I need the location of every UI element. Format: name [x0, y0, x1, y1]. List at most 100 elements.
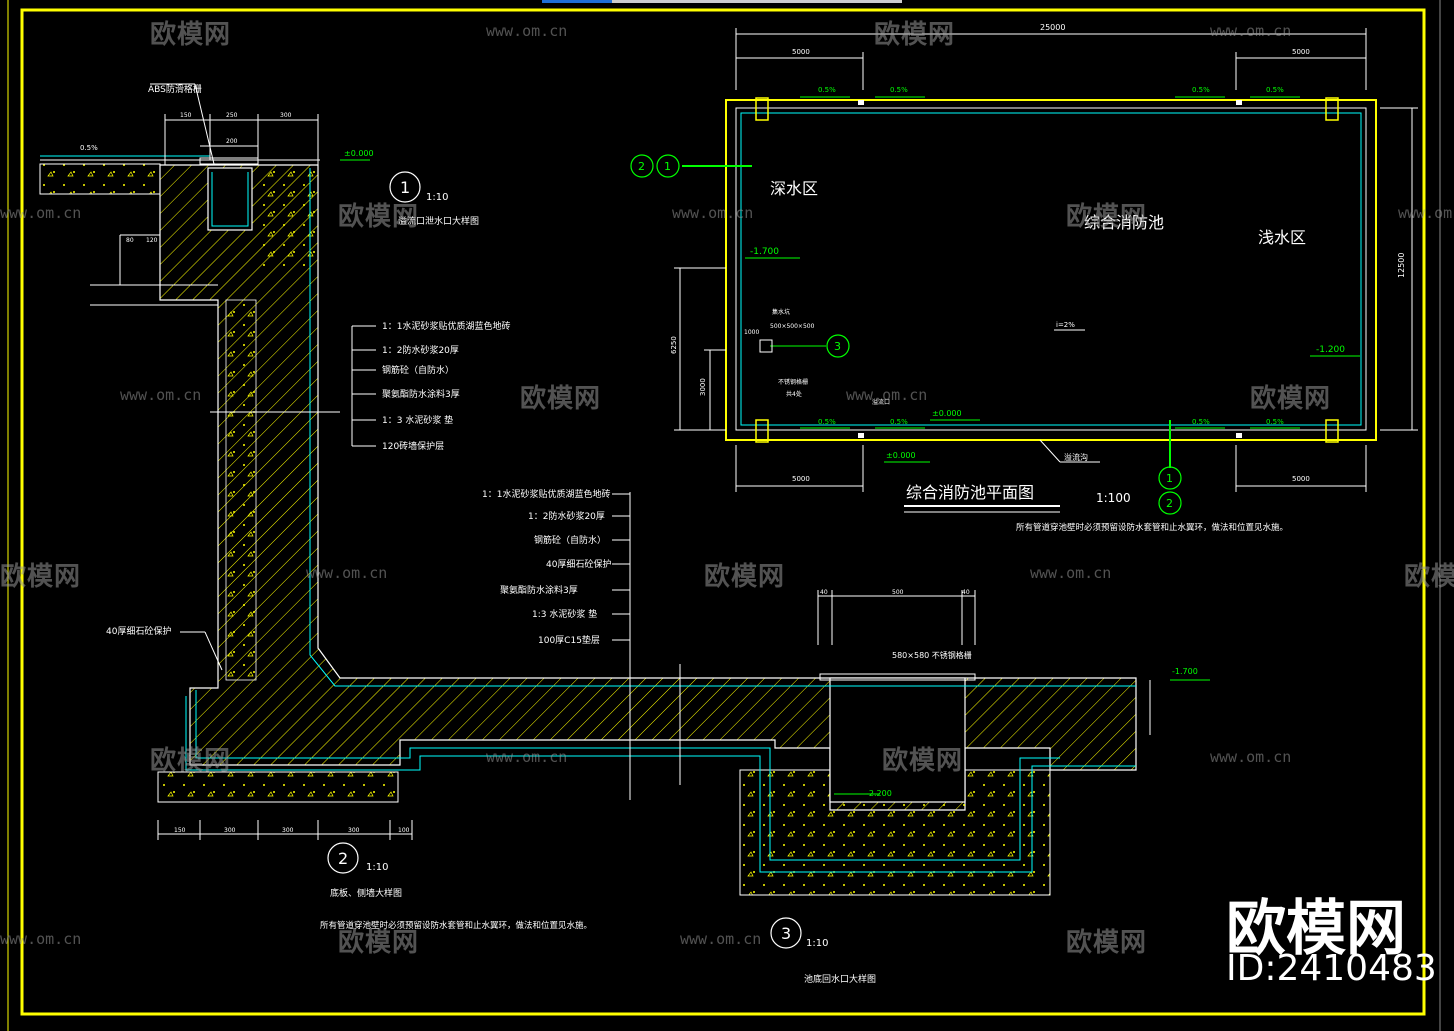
shallow-zone-label: 浅水区 — [1258, 228, 1306, 247]
detail3-dim-40b: 40 — [962, 589, 970, 596]
detail3-dim-40a: 40 — [820, 589, 828, 596]
detail2-note: 所有管道穿池壁时必须预留设防水套管和止水翼环，做法和位置见水施。 — [320, 920, 592, 931]
detail3-level-top: -1.700 — [1172, 667, 1198, 676]
slope-tl-2: 0.5% — [890, 86, 908, 94]
detail3-number: 3 — [781, 924, 791, 943]
watermark-brand-10: 欧模网 — [150, 746, 232, 776]
detail1-dim-80: 80 — [126, 237, 134, 244]
plan-scale: 1:100 — [1096, 491, 1131, 505]
watermark-brand-9: 欧模网 — [1404, 562, 1454, 592]
grate-marker-tl — [755, 97, 769, 121]
overflow-channel — [207, 167, 253, 231]
marker-3-plan-label: 3 — [834, 340, 841, 353]
grate-note: 共4处 — [786, 390, 802, 398]
sump-pit — [759, 339, 773, 353]
detail3-dim-500: 500 — [892, 589, 904, 596]
detail1-layer-1: 1：1水泥砂浆贴优质湖蓝色地砖 — [382, 320, 510, 332]
base-line-2 — [185, 696, 1136, 873]
detail1-dim-200: 200 — [226, 138, 238, 145]
marker-1-plan-label: 1 — [664, 160, 671, 173]
bottom-slab-base — [157, 771, 399, 803]
watermark-brand-12: 欧模网 — [338, 928, 420, 958]
detail1-slope: 0.5% — [80, 144, 98, 152]
sump-pit-section — [829, 677, 966, 803]
sump-label: 集水坑 — [772, 308, 790, 316]
detail2-layer-3: 钢筋砼（自防水） — [534, 534, 606, 546]
watermark-url-3: www.om.cn — [0, 204, 82, 222]
pool-inner-wall — [735, 107, 1367, 431]
plan-dim-1000: 1000 — [744, 329, 759, 336]
detail2-layer-4: 40厚细石砼保护 — [546, 558, 611, 570]
drawing-frame — [20, 8, 1426, 1016]
pool-plan: 25000 5000 5000 5000 5000 12500 6250 300… — [630, 23, 1418, 533]
watermark-url-11: www.om.cn — [1210, 748, 1292, 766]
overflow-label: 溢流沟 — [1064, 452, 1088, 462]
backfill — [258, 168, 316, 268]
level-deep: -1.700 — [750, 247, 779, 257]
grate-marker-tr — [1325, 97, 1339, 121]
section-marker-2-bottom — [1158, 491, 1182, 515]
detail1-dim-250: 250 — [226, 112, 238, 119]
watermark-url-6: www.om.cn — [120, 386, 202, 404]
watermark-brand-2: 欧模网 — [874, 20, 956, 50]
detail2-layer-6: 1:3 水泥砂浆 垫 — [532, 608, 597, 620]
sump-grate — [819, 673, 976, 681]
plan-dim-total: 25000 — [1040, 23, 1065, 32]
watermark-brand-13: 欧模网 — [1066, 928, 1148, 958]
plan-dim-3000: 3000 — [699, 378, 707, 396]
detail1-layer-5: 1：3 水泥砂浆 垫 — [382, 414, 453, 426]
detail1-number: 1 — [400, 178, 410, 197]
pool-outer-wall — [725, 99, 1377, 441]
watermark-id: ID:2410483 — [1226, 948, 1437, 989]
detail2-title: 底板、侧墙大样图 — [330, 887, 402, 899]
detail2-scale: 1:10 — [366, 862, 388, 873]
tile-line-channel — [211, 172, 249, 227]
marker-2-plan-label: 2 — [638, 160, 645, 173]
watermark-url-10: www.om.cn — [486, 748, 568, 766]
detail3-title: 池底回水口大样图 — [804, 973, 876, 985]
wall-section-detail: ABS防滑格栅 0.5% ±0.000 150 250 300 200 120 … — [39, 83, 1210, 985]
watermark-brand-7: 欧模网 — [0, 562, 82, 592]
slope-br-1: 0.5% — [1192, 418, 1210, 426]
plan-dim-left-bottom: 5000 — [792, 475, 810, 483]
deep-zone-label: 深水区 — [770, 179, 818, 198]
plan-dim-height: 12500 — [1397, 253, 1406, 278]
plan-note: 所有管道穿池壁时必须预留设防水套管和止水翼环，做法和位置见水施。 — [1016, 522, 1288, 533]
coping — [39, 163, 161, 195]
detail2-dim-300b: 300 — [282, 827, 294, 834]
slope-bl-1: 0.5% — [818, 418, 836, 426]
detail-3-circle — [770, 917, 802, 949]
pool-water-line — [740, 112, 1362, 426]
watermark-logo: 欧模网 — [1226, 894, 1406, 964]
detail2-layer-7: 100厚C15垫层 — [538, 634, 600, 646]
top-tab-active[interactable] — [542, 0, 612, 3]
slope-tl-1: 0.5% — [818, 86, 836, 94]
detail3-level-bottom: -2.200 — [866, 789, 892, 798]
section-marker-1-bottom — [1158, 466, 1182, 490]
pool-name-label: 综合消防池 — [1084, 213, 1164, 232]
detail1-protect: 40厚细石砼保护 — [106, 625, 171, 637]
section-marker-1-plan — [656, 154, 680, 178]
drain-label: 溢流口 — [872, 398, 890, 406]
detail3-grate: 580×580 不锈钢格栅 — [892, 650, 972, 660]
detail1-dim-120: 120 — [146, 237, 158, 244]
detail2-dim-100: 100 — [398, 827, 410, 834]
detail-1-circle — [389, 171, 421, 203]
plan-dim-right-bottom: 5000 — [1292, 475, 1310, 483]
marker-1-bottom-label: 1 — [1166, 472, 1173, 485]
detail1-scale: 1:10 — [426, 192, 448, 203]
slope-tr-1: 0.5% — [1192, 86, 1210, 94]
detail2-dim-150: 150 — [174, 827, 186, 834]
level-shallow: -1.200 — [1316, 345, 1345, 355]
watermark-url-5: www.om.cn — [1398, 204, 1454, 222]
level-zero-plan-b: ±0.000 — [886, 451, 916, 460]
detail2-dim-300c: 300 — [348, 827, 360, 834]
grate-marker-br — [1325, 419, 1339, 443]
section-marker-2-plan — [630, 154, 654, 178]
slope-br-2: 0.5% — [1266, 418, 1284, 426]
detail1-layer-4: 聚氨酯防水涂料3厚 — [382, 388, 460, 400]
top-tab-inactive[interactable] — [612, 0, 902, 3]
watermark-url-12: www.om.cn — [0, 930, 82, 948]
slope-bl-2: 0.5% — [890, 418, 908, 426]
